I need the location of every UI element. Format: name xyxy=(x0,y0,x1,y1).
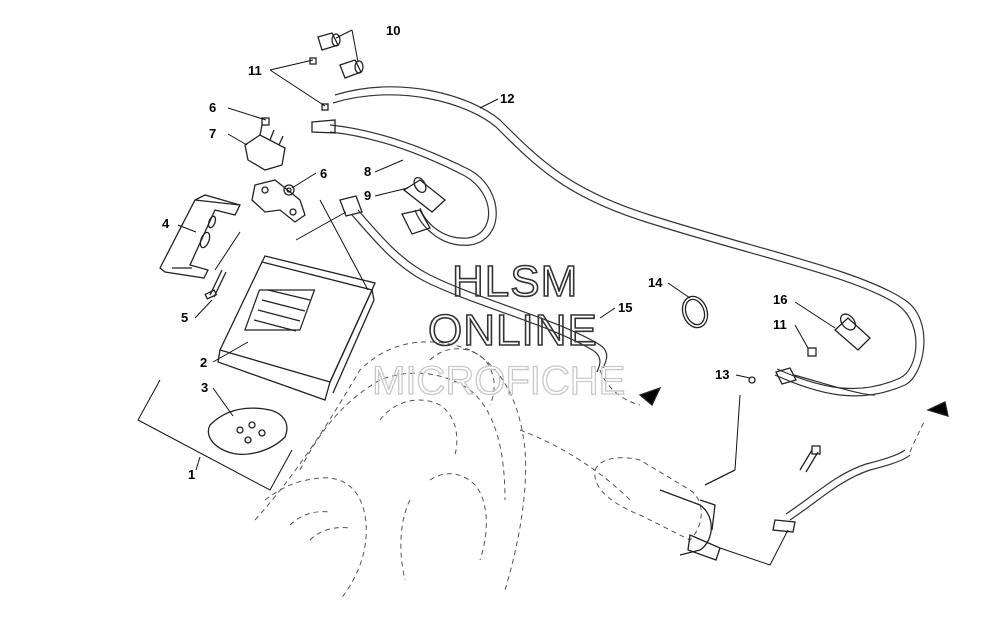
starter-motor xyxy=(594,457,736,561)
battery-cable xyxy=(339,195,662,407)
callout-2: 2 xyxy=(200,355,207,370)
battery-bracket xyxy=(159,194,241,279)
terminal-cover xyxy=(207,407,288,455)
callout-15: 15 xyxy=(618,300,632,315)
callout-13: 13 xyxy=(715,367,729,382)
callout-6-top: 6 xyxy=(209,100,216,115)
ground-cable xyxy=(748,367,876,396)
rings xyxy=(309,57,817,357)
watermark-line-3: MICROFICHE xyxy=(372,359,625,403)
solenoid-plate xyxy=(251,179,306,223)
watermark-line-1: HLSM xyxy=(452,257,578,306)
callout-11-right: 11 xyxy=(773,317,787,332)
callout-9: 9 xyxy=(364,188,371,203)
starter-cap xyxy=(834,313,871,351)
callout-11-top: 11 xyxy=(248,63,262,78)
cable-cap xyxy=(401,176,446,235)
nut xyxy=(283,184,295,196)
clip xyxy=(681,295,709,329)
bolt xyxy=(204,269,227,300)
callout-4: 4 xyxy=(162,216,170,231)
callout-12: 12 xyxy=(500,91,514,106)
callout-5: 5 xyxy=(181,310,188,325)
callout-labels: 10 11 6 7 4 5 2 3 1 6 8 9 12 14 15 16 11… xyxy=(162,23,787,482)
callout-1: 1 xyxy=(188,467,195,482)
watermark-line-2: ONLINE xyxy=(428,306,598,355)
battery xyxy=(217,255,376,401)
callout-14: 14 xyxy=(648,275,663,290)
callout-10: 10 xyxy=(386,23,400,38)
watermark: HLSM ONLINE MICROFICHE xyxy=(371,256,626,403)
callout-3: 3 xyxy=(201,380,208,395)
callout-8: 8 xyxy=(364,164,371,179)
vehicle-body-outline xyxy=(254,341,631,601)
callout-7: 7 xyxy=(209,126,216,141)
callout-16: 16 xyxy=(773,292,787,307)
terminal-caps xyxy=(317,32,364,79)
solenoid xyxy=(244,117,286,171)
long-cable xyxy=(332,86,925,397)
leader-lines xyxy=(137,29,836,566)
cable-8 xyxy=(311,119,497,246)
callout-6-mid: 6 xyxy=(320,166,327,181)
lower-cable xyxy=(772,401,949,533)
